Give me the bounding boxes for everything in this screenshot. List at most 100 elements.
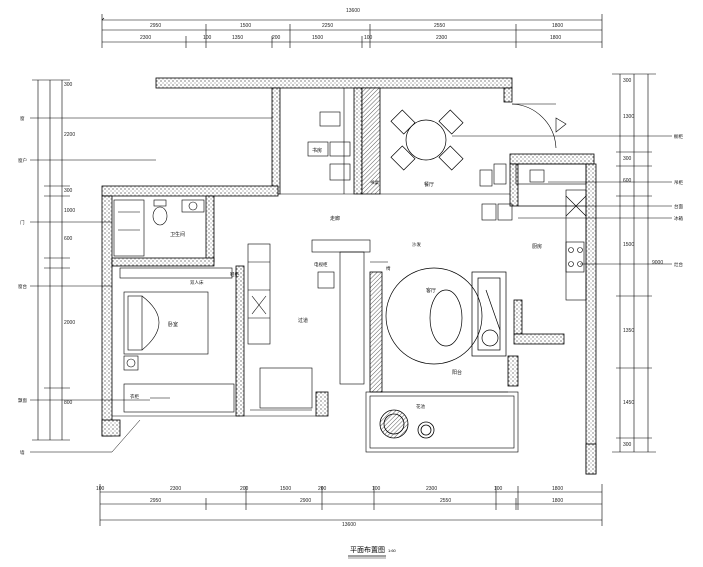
right-note-5: 灶台 <box>674 261 683 268</box>
top-dim2-1: 2300 <box>140 35 151 41</box>
anno-tv-cabinet: 电视柜 <box>314 261 328 268</box>
top-dim-3: 2250 <box>322 23 333 29</box>
left-dim-6: 2000 <box>64 320 75 326</box>
bottom-dim-7: 2300 <box>426 486 437 492</box>
right-notes: 橱柜 吊柜 台面 冰箱 灶台 <box>674 133 683 268</box>
top-dims-row1: 2950 1500 2250 2550 1800 <box>150 23 563 29</box>
right-dim-6: 1350 <box>623 328 634 334</box>
top-dim2-7: 2300 <box>436 35 447 41</box>
room-label-corridor: 走廊 <box>330 215 340 222</box>
left-dim-4: 1000 <box>64 208 75 214</box>
room-label-bathroom: 卫生间 <box>170 231 185 238</box>
left-dim-2: 2200 <box>64 132 75 138</box>
room-label-dining: 餐厅 <box>424 181 434 188</box>
left-dim-7: 800 <box>64 400 73 406</box>
overall-dim-top: 13600 <box>346 8 360 14</box>
bottom-dim-6: 100 <box>372 486 381 492</box>
entrance-door <box>511 103 567 149</box>
bottom-dim2-1: 2950 <box>150 498 161 504</box>
right-note-3: 台面 <box>674 203 683 210</box>
top-dims-row2: 2300 100 1350 200 1500 100 2300 1800 <box>140 35 561 41</box>
balcony-planters <box>379 409 435 439</box>
room-label-balcony: 阳台 <box>452 369 462 376</box>
bottom-dim-5: 200 <box>318 486 327 492</box>
left-notes: 窗 窗户 门 窗台 飘窗 墙 <box>18 115 27 456</box>
anno-chair: 椅 <box>386 265 391 272</box>
top-dim-5: 1800 <box>552 23 563 29</box>
overall-dim-bottom: 13600 <box>342 522 356 528</box>
left-dim-5: 600 <box>64 236 73 242</box>
walls <box>101 77 597 475</box>
living-furniture <box>385 267 507 365</box>
bottom-dim-3: 200 <box>240 486 249 492</box>
left-dim-3: 300 <box>64 188 73 194</box>
drawing-scale: 1:60 <box>388 548 397 553</box>
left-note-5: 飘窗 <box>18 397 27 404</box>
room-label-study: 书房 <box>312 147 322 154</box>
right-dim-2: 1300 <box>623 114 634 120</box>
anno-sofa: 沙发 <box>412 241 421 248</box>
anno-desk: 书桌 <box>370 179 379 186</box>
top-dim-4: 2550 <box>434 23 445 29</box>
anno-planter: 花池 <box>416 403 425 410</box>
right-dim-4: 600 <box>623 178 632 184</box>
room-label-kitchen: 厨房 <box>532 243 542 250</box>
room-label-bedroom: 卧室 <box>168 321 178 328</box>
bottom-dims-row2: 2950 2900 2550 1800 <box>150 498 563 504</box>
bedroom-furniture <box>119 267 235 413</box>
right-dim-3: 300 <box>623 156 632 162</box>
left-dimension-lines <box>32 79 70 441</box>
top-dim2-2: 100 <box>203 35 212 41</box>
right-note-4: 冰箱 <box>674 215 683 222</box>
left-note-1: 窗 <box>20 115 25 122</box>
left-dims: 300 2200 300 1000 600 2000 800 <box>64 82 75 406</box>
anno-double-bed: 双人床 <box>190 279 204 286</box>
top-dim2-5: 1500 <box>312 35 323 41</box>
room-label-hall: 过道 <box>298 317 308 324</box>
top-dimension-lines <box>101 14 603 48</box>
anno-shoe-cabinet: 鞋柜 <box>230 271 239 278</box>
bottom-dim2-2: 2900 <box>300 498 311 504</box>
top-dim-1: 2950 <box>150 23 161 29</box>
right-callouts <box>452 135 672 265</box>
right-dims: 300 1300 300 600 1500 1350 1450 300 <box>623 78 634 448</box>
kitchen-fixtures <box>479 163 587 301</box>
tv-cabinet <box>311 239 388 385</box>
drawing-title: 平面布置图 <box>350 545 385 554</box>
bottom-dimension-lines <box>99 484 603 526</box>
right-dim-5: 1500 <box>623 242 634 248</box>
bottom-dim-9: 1800 <box>552 486 563 492</box>
top-dim2-6: 100 <box>364 35 373 41</box>
top-dim2-4: 200 <box>272 35 281 41</box>
bottom-dim2-3: 2550 <box>440 498 451 504</box>
top-dim2-3: 1350 <box>232 35 243 41</box>
top-dim-2: 1500 <box>240 23 251 29</box>
right-note-2: 吊柜 <box>674 179 683 186</box>
anno-wardrobe: 衣柜 <box>130 393 139 400</box>
left-note-6: 墙 <box>20 449 25 456</box>
left-dim-1: 300 <box>64 82 73 88</box>
bottom-dims-row1: 100 2300 200 1500 200 100 2300 100 1800 <box>96 486 563 492</box>
left-note-2: 窗户 <box>18 157 27 164</box>
left-callouts <box>30 117 272 453</box>
study-furniture <box>307 88 351 194</box>
overall-dim-right: 9000 <box>652 260 663 266</box>
bottom-dim-4: 1500 <box>280 486 291 492</box>
bottom-dim-2: 2300 <box>170 486 181 492</box>
right-dim-8: 300 <box>623 442 632 448</box>
bottom-dim2-4: 1800 <box>552 498 563 504</box>
right-dim-7: 1450 <box>623 400 634 406</box>
right-note-1: 橱柜 <box>674 133 683 140</box>
bottom-dim-1: 100 <box>96 486 105 492</box>
dining-table <box>390 109 464 171</box>
left-note-3: 门 <box>20 219 25 226</box>
bottom-dim-8: 100 <box>494 486 503 492</box>
right-dimension-lines <box>612 73 656 453</box>
hall-furniture <box>247 243 313 411</box>
left-note-4: 窗台 <box>18 283 27 290</box>
room-label-living: 客厅 <box>426 287 436 294</box>
bathroom-fixtures <box>113 199 205 257</box>
right-dim-1: 300 <box>623 78 632 84</box>
top-dim2-8: 1800 <box>550 35 561 41</box>
